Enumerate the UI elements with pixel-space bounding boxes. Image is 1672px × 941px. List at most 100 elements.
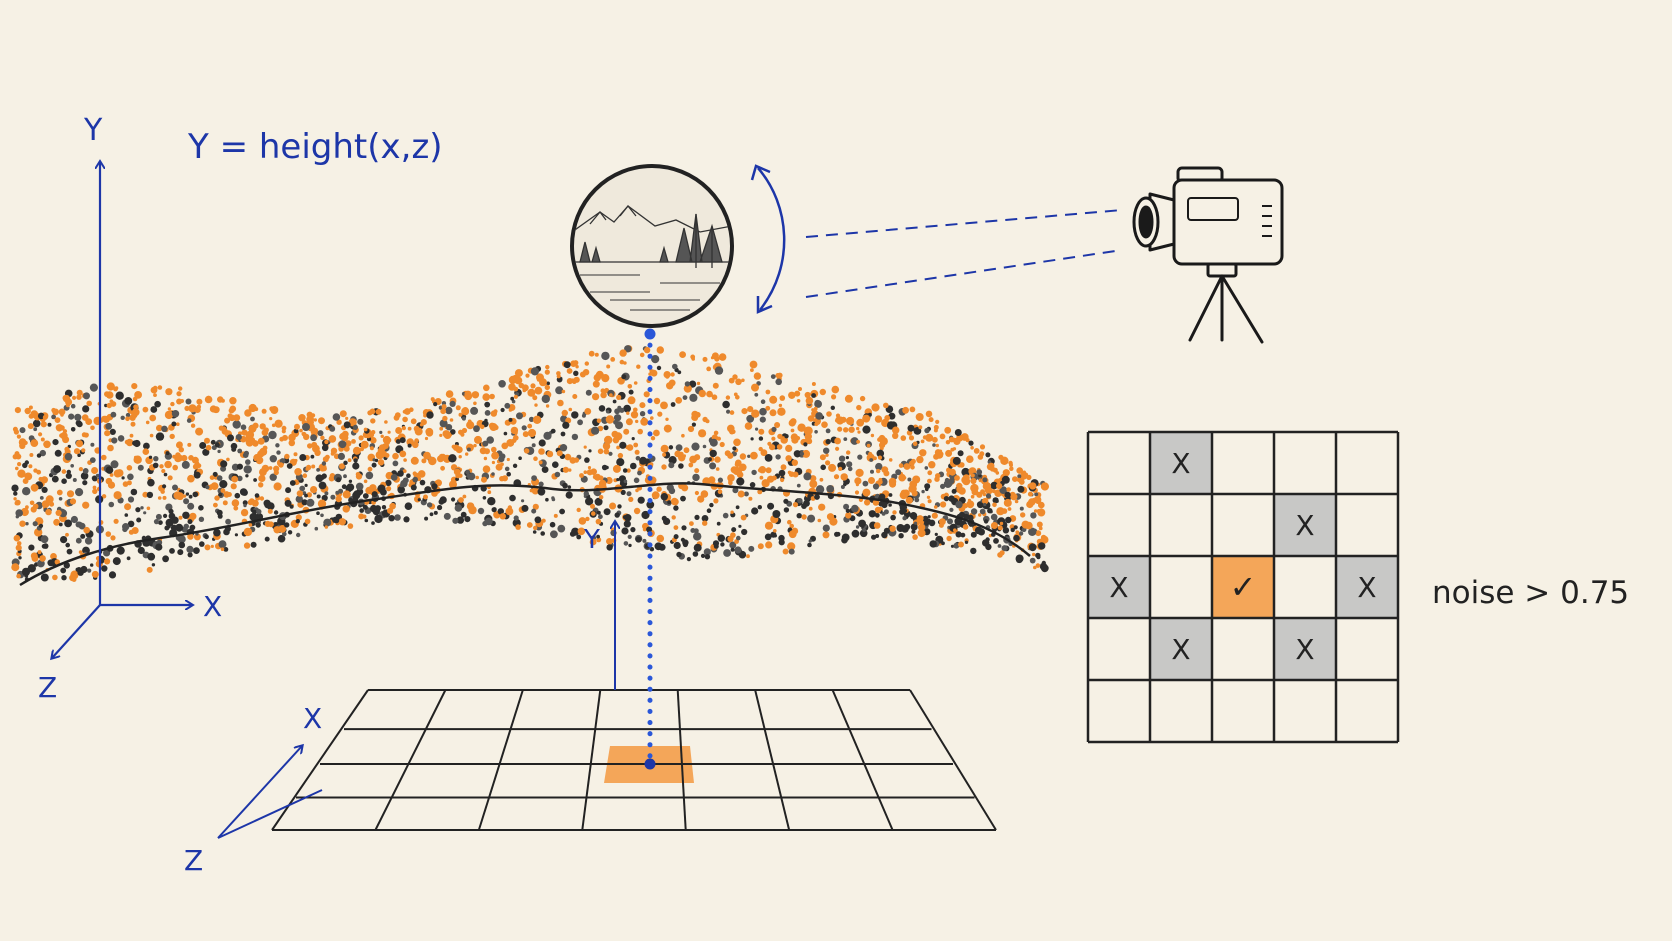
terrain-point	[392, 452, 399, 460]
terrain-point	[943, 479, 953, 488]
terrain-point	[587, 466, 592, 470]
terrain-point	[171, 516, 179, 524]
terrain-point	[581, 413, 586, 418]
terrain-point	[933, 505, 938, 509]
terrain-point	[599, 495, 604, 500]
terrain-point	[713, 498, 719, 504]
terrain-point	[165, 388, 173, 396]
terrain-point	[387, 507, 394, 514]
terrain-point	[561, 389, 566, 394]
terrain-point	[186, 545, 194, 554]
terrain-point	[162, 555, 170, 563]
terrain-point	[379, 430, 383, 434]
terrain-point	[450, 429, 456, 435]
terrain-point	[907, 424, 915, 432]
terrain-point	[694, 514, 700, 521]
terrain-point	[445, 406, 453, 415]
terrain-point	[666, 484, 674, 492]
terrain-point	[623, 541, 629, 546]
terrain-point	[345, 416, 349, 420]
terrain-point	[859, 529, 868, 538]
terrain-point	[489, 423, 498, 431]
terrain-point	[976, 491, 983, 498]
terrain-point	[948, 468, 956, 476]
terrain-point	[306, 492, 312, 498]
terrain-point	[318, 417, 325, 425]
terrain-point	[995, 471, 1000, 475]
terrain-point	[198, 516, 205, 522]
terrain-point	[671, 515, 676, 520]
terrain-point	[603, 508, 611, 516]
terrain-point	[54, 559, 60, 565]
terrain-point	[313, 418, 317, 422]
terrain-point	[892, 510, 897, 515]
terrain-point	[382, 442, 389, 449]
terrain-point	[532, 530, 537, 534]
terrain-point	[195, 427, 204, 436]
terrain-point	[125, 416, 130, 422]
terrain-point	[403, 408, 411, 415]
terrain-point	[362, 514, 367, 519]
terrain-point	[218, 492, 223, 497]
terrain-point	[625, 418, 633, 426]
terrain-point	[720, 542, 725, 547]
terrain-point	[284, 453, 290, 460]
terrain-point	[730, 510, 734, 514]
terrain-point	[619, 349, 627, 357]
terrain-point	[363, 427, 368, 432]
terrain-point	[320, 435, 325, 440]
terrain-point	[62, 429, 68, 434]
terrain-point	[702, 444, 707, 449]
terrain-point	[359, 508, 365, 513]
terrain-point	[769, 395, 778, 404]
terrain-point	[233, 505, 239, 511]
terrain-point	[671, 498, 679, 506]
terrain-point	[967, 514, 974, 521]
terrain-point	[82, 405, 90, 413]
terrain-point	[736, 477, 745, 486]
terrain-point	[229, 397, 237, 405]
terrain-point	[813, 406, 818, 411]
terrain-point	[771, 436, 776, 441]
terrain-point	[42, 414, 48, 420]
terrain-point	[624, 345, 632, 353]
terrain-point	[281, 425, 287, 431]
terrain-point	[177, 535, 186, 544]
terrain-point	[809, 475, 817, 482]
terrain-point	[1017, 485, 1025, 493]
terrain-point	[753, 372, 762, 380]
terrain-point	[249, 513, 258, 521]
terrain-point	[267, 508, 273, 514]
terrain-point	[483, 456, 488, 461]
terrain-point	[953, 528, 957, 532]
terrain-point	[692, 551, 699, 557]
terrain-point	[1002, 527, 1010, 534]
terrain-point	[562, 466, 569, 473]
terrain-point	[135, 507, 141, 513]
terrain-point	[908, 435, 915, 441]
terrain-point	[603, 425, 609, 431]
terrain-point	[698, 389, 706, 398]
terrain-point	[273, 510, 279, 515]
terrain-point	[741, 408, 748, 415]
terrain-point	[780, 477, 785, 483]
terrain-point	[573, 457, 580, 463]
terrain-point	[485, 395, 489, 399]
terrain-point	[955, 531, 962, 538]
terrain-point	[273, 465, 280, 472]
terrain-point	[404, 516, 410, 522]
terrain-point	[621, 374, 627, 380]
terrain-point	[509, 494, 516, 502]
terrain-point	[578, 517, 587, 525]
terrain-point	[465, 469, 470, 475]
terrain-point	[426, 502, 433, 508]
terrain-point	[668, 445, 674, 450]
terrain-point	[722, 400, 730, 409]
terrain-point	[298, 414, 306, 422]
terrain-point	[83, 392, 90, 400]
terrain-point	[220, 547, 225, 551]
terrain-point	[193, 471, 201, 479]
terrain-point	[65, 532, 69, 537]
terrain-point	[78, 467, 83, 472]
terrain-point	[381, 505, 387, 510]
